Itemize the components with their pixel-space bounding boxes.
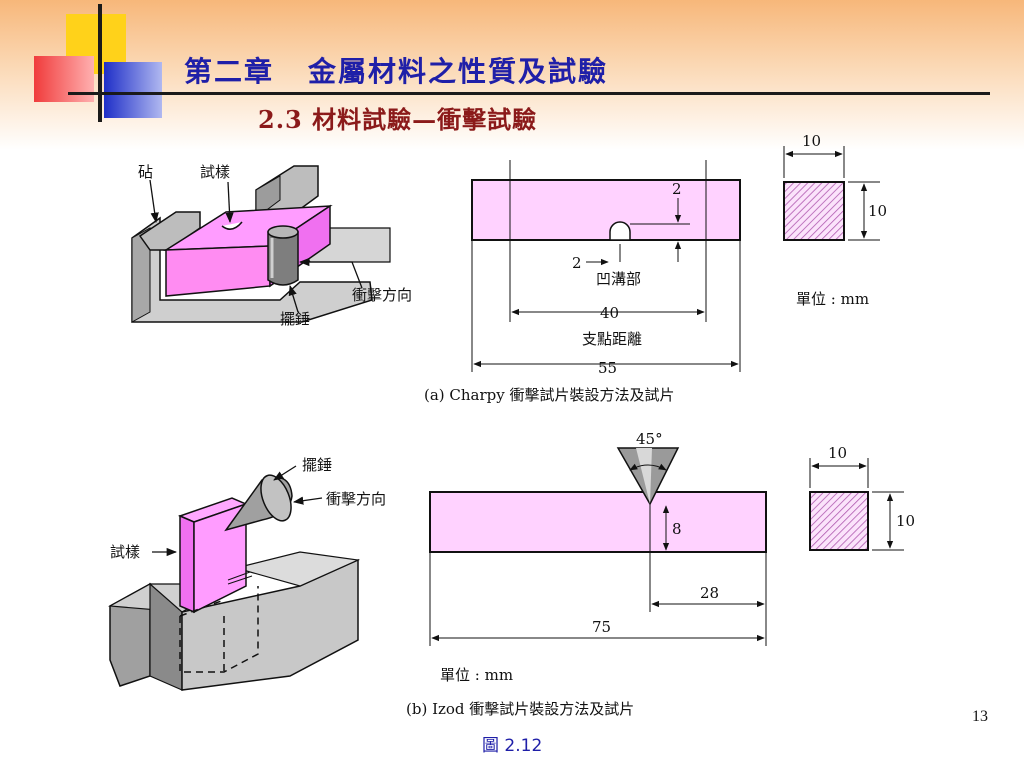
charpy-specimen-drawing xyxy=(471,160,741,372)
izod-unit: 單位 : mm xyxy=(440,666,513,684)
charpy-pendulum-label: 擺錘 xyxy=(280,310,310,328)
page-number: 13 xyxy=(972,708,988,725)
page-title: 第二章金屬材料之性質及試驗 xyxy=(184,50,608,90)
izod-section-height: 10 xyxy=(896,512,915,530)
section-title: 2.3 材料試驗—衝擊試驗 xyxy=(258,105,538,134)
span-label: 支點距離 xyxy=(582,330,642,348)
notch-width-dim: 2 xyxy=(572,254,582,272)
izod-pendulum-label: 擺錘 xyxy=(302,456,332,474)
izod-angle-dim: 45° xyxy=(636,430,663,448)
charpy-apparatus xyxy=(131,165,391,323)
izod-section-width: 10 xyxy=(828,444,847,462)
chapter-number: 第二章 xyxy=(184,55,275,88)
izod-cross-section xyxy=(809,458,904,551)
charpy-unit: 單位 : mm xyxy=(796,290,869,308)
header-rule xyxy=(68,92,990,95)
izod-apparatus xyxy=(107,465,361,691)
izod-impact-label: 衝擊方向 xyxy=(326,490,386,508)
izod-depth-dim: 8 xyxy=(672,520,682,538)
charpy-specimen-label: 試樣 xyxy=(200,163,230,181)
izod-length-dim: 75 xyxy=(592,618,611,636)
izod-specimen-label: 試樣 xyxy=(110,543,140,561)
anvil-label: 砧 xyxy=(138,163,153,181)
izod-offset-dim: 28 xyxy=(700,584,719,602)
deco-vertical-line xyxy=(98,4,102,122)
charpy-cross-section xyxy=(783,146,880,241)
charpy-section-width: 10 xyxy=(802,132,821,150)
notch-depth-dim: 2 xyxy=(672,180,682,198)
charpy-section-height: 10 xyxy=(868,202,887,220)
length-dim: 55 xyxy=(598,359,617,377)
chapter-title: 金屬材料之性質及試驗 xyxy=(308,55,609,88)
izod-specimen-drawing xyxy=(429,447,767,646)
header-band xyxy=(0,0,1024,150)
figure-label: 圖 2.12 xyxy=(482,736,543,756)
charpy-caption: (a) Charpy 衝擊試片裝設方法及試片 xyxy=(424,386,675,404)
notch-label: 凹溝部 xyxy=(596,270,641,288)
izod-caption: (b) Izod 衝擊試片裝設方法及試片 xyxy=(406,700,634,718)
span-dim: 40 xyxy=(600,304,619,322)
deco-blue-square xyxy=(104,62,162,118)
charpy-impact-label: 衝擊方向 xyxy=(352,286,412,304)
